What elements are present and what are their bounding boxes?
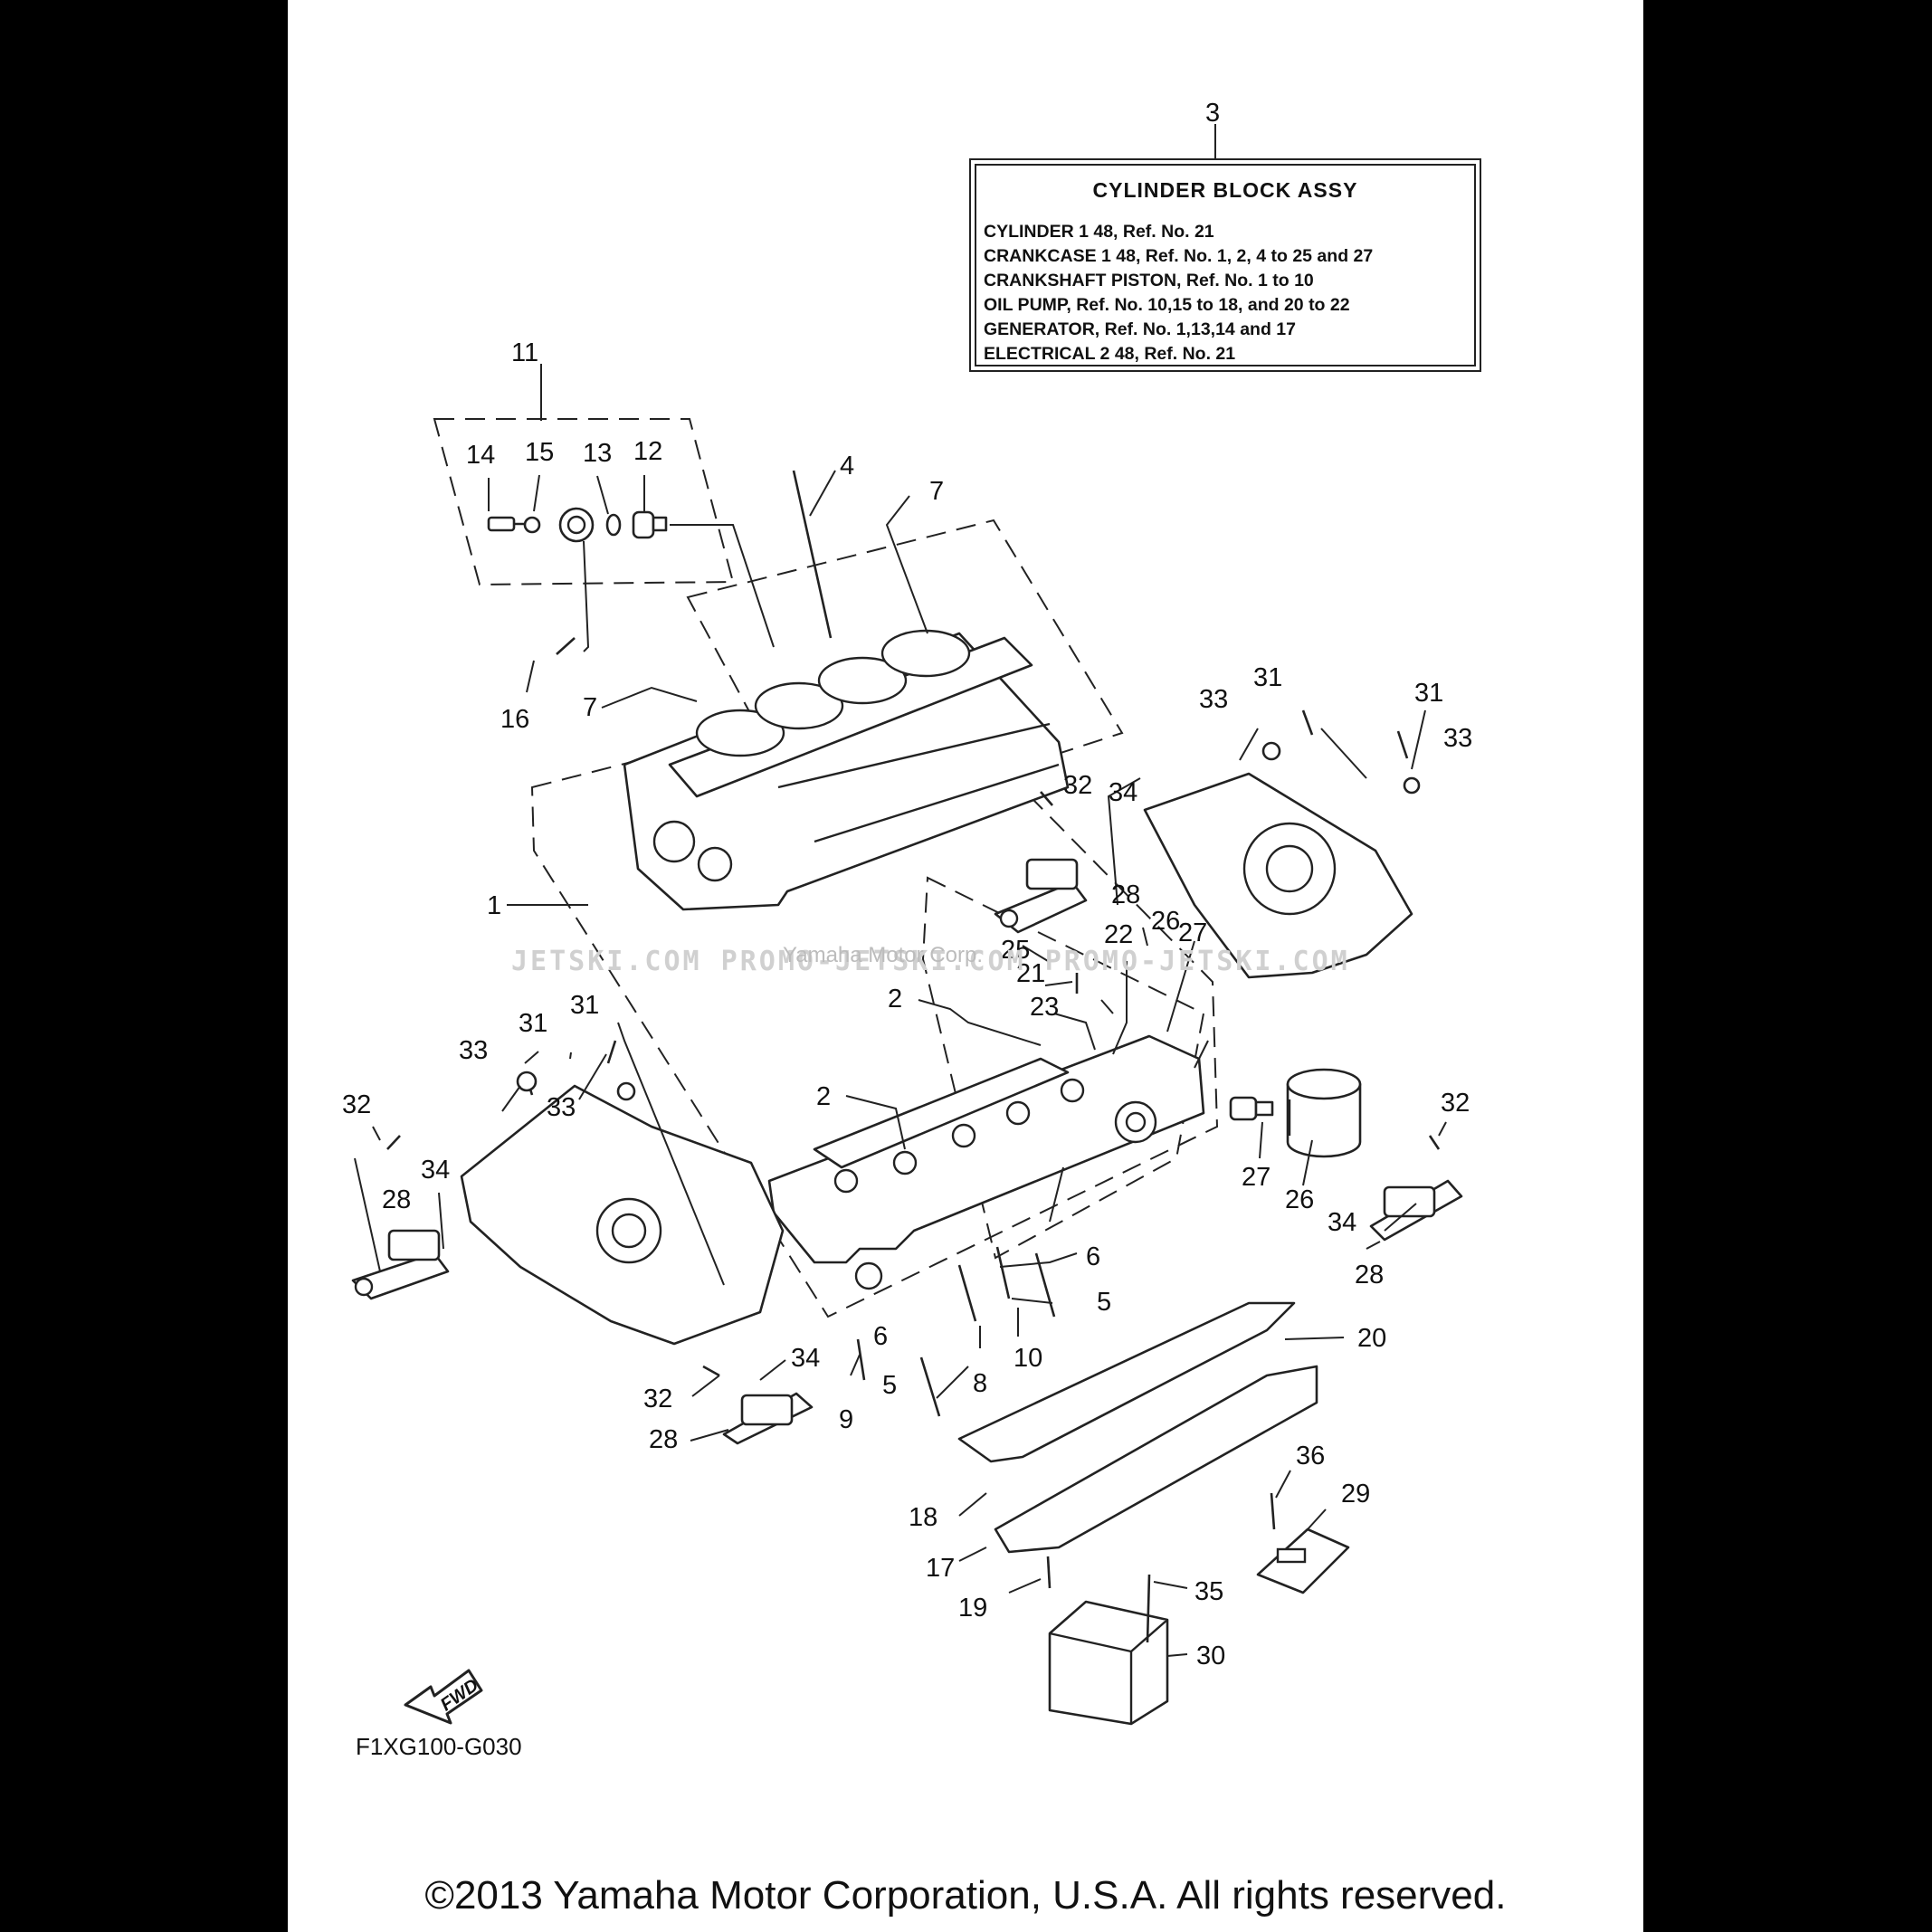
callout-33-r[interactable]: 33 xyxy=(1443,724,1472,753)
callout-20[interactable]: 20 xyxy=(1357,1324,1386,1353)
callout-31-l1[interactable]: 31 xyxy=(570,991,599,1020)
callout-24[interactable]: 26 xyxy=(1151,907,1180,936)
callout-6-r[interactable]: 6 xyxy=(1086,1242,1100,1271)
callout-23[interactable]: 25 xyxy=(1001,936,1030,965)
callout-35[interactable]: 35 xyxy=(1194,1577,1223,1606)
callout-29[interactable]: 29 xyxy=(1341,1480,1370,1508)
callout-32-l[interactable]: 32 xyxy=(342,1090,371,1119)
part-1-crankcase-lower xyxy=(767,1034,1205,1290)
part-15-washer xyxy=(523,516,541,534)
callout-30[interactable]: 30 xyxy=(1196,1642,1225,1670)
callout-4[interactable]: 4 xyxy=(840,452,854,481)
callout-22-b[interactable]: 23 xyxy=(1030,993,1059,1022)
assembly-title: CYLINDER BLOCK ASSY xyxy=(1092,178,1358,202)
callout-34-r[interactable]: 34 xyxy=(1328,1208,1356,1237)
callout-7-top[interactable]: 7 xyxy=(929,477,944,506)
callout-26[interactable]: 26 xyxy=(1285,1185,1314,1214)
part-27-union-bolt xyxy=(1229,1096,1274,1121)
part-28-mount-lower-center xyxy=(722,1392,814,1445)
callout-22-a[interactable]: 22 xyxy=(1104,920,1133,949)
callout-2-mid[interactable]: 2 xyxy=(816,1082,831,1111)
fastener-bolts xyxy=(386,637,1441,1643)
part-13-oring xyxy=(605,513,622,537)
callout-28-tc[interactable]: 28 xyxy=(1111,880,1140,909)
watermark-overlay: Yamaha Motor Corp. xyxy=(783,943,983,967)
part-17-oil-pan xyxy=(994,1365,1318,1554)
callout-31-tr[interactable]: 31 xyxy=(1253,663,1282,692)
callout-9[interactable]: 9 xyxy=(839,1405,853,1434)
callout-11[interactable]: 11 xyxy=(511,338,538,367)
callout-32-r[interactable]: 32 xyxy=(1441,1089,1470,1118)
part-28-mount-right xyxy=(1369,1179,1463,1242)
callout-16[interactable]: 16 xyxy=(500,705,529,734)
assembly-line: CRANKCASE 1 48, Ref. No. 1, 2, 4 to 25 a… xyxy=(984,246,1374,266)
diagram-code: F1XG100-G030 xyxy=(356,1733,522,1760)
callout-33-l2[interactable]: 33 xyxy=(547,1093,576,1122)
part-12-switch xyxy=(632,510,668,539)
left-cover xyxy=(460,1084,785,1346)
assembly-line: CYLINDER 1 48, Ref. No. 21 xyxy=(984,222,1214,242)
assembly-info-box: CYLINDER BLOCK ASSY CYLINDER 1 48, Ref. … xyxy=(969,158,1481,372)
fwd-arrow-icon: FWD xyxy=(404,1669,483,1725)
callout-28-r[interactable]: 28 xyxy=(1355,1261,1384,1290)
callout-27[interactable]: 27 xyxy=(1242,1163,1271,1192)
part-18-gasket xyxy=(957,1301,1296,1463)
callout-numbers: 3 11 14 15 13 12 4 7 16 7 1 33 31 31 33 … xyxy=(342,99,1472,1670)
group-outline-oilpump xyxy=(921,876,1205,1260)
assembly-line: CRANKSHAFT PISTON, Ref. No. 1 to 10 xyxy=(984,271,1314,290)
callout-32-b[interactable]: 32 xyxy=(643,1385,672,1413)
callout-15[interactable]: 15 xyxy=(525,438,554,467)
part-26-oil-filter xyxy=(1286,1068,1362,1158)
group-outline-11 xyxy=(433,418,735,586)
part-29-mount xyxy=(1256,1528,1350,1594)
callout-31-r[interactable]: 31 xyxy=(1414,679,1443,708)
callout-28-l[interactable]: 28 xyxy=(382,1185,411,1214)
callout-8[interactable]: 8 xyxy=(973,1369,987,1398)
part-30-mount-block xyxy=(1048,1600,1169,1726)
callout-32-tc[interactable]: 32 xyxy=(1063,771,1092,800)
assembly-info-box-inner: CYLINDER BLOCK ASSY CYLINDER 1 48, Ref. … xyxy=(975,164,1476,366)
part-28-mount-upper-center xyxy=(994,858,1088,934)
part-4-stud xyxy=(792,470,833,639)
part-28-mount-left xyxy=(351,1229,450,1300)
callout-28-b[interactable]: 28 xyxy=(649,1425,678,1454)
callout-34-b[interactable]: 34 xyxy=(791,1344,820,1373)
leader-lines xyxy=(354,124,1447,1657)
callout-10[interactable]: 10 xyxy=(1014,1344,1042,1373)
part-13-seal xyxy=(558,507,595,543)
callout-33-tr[interactable]: 33 xyxy=(1199,685,1228,714)
callout-25[interactable]: 27 xyxy=(1178,918,1207,947)
callout-6-l[interactable]: 6 xyxy=(873,1322,888,1351)
callout-12[interactable]: 12 xyxy=(633,437,662,466)
callout-19[interactable]: 19 xyxy=(958,1594,987,1623)
callout-18[interactable]: 18 xyxy=(909,1503,937,1532)
callout-34-l[interactable]: 34 xyxy=(421,1156,450,1185)
callout-17[interactable]: 17 xyxy=(926,1554,955,1583)
assembly-line: GENERATOR, Ref. No. 1,13,14 and 17 xyxy=(984,319,1296,339)
callout-5-r[interactable]: 5 xyxy=(1097,1288,1111,1317)
callout-33-l1[interactable]: 33 xyxy=(459,1036,488,1065)
right-cover xyxy=(1143,772,1413,979)
callout-2-top[interactable]: 2 xyxy=(888,985,902,1014)
group-outline-cylinder xyxy=(686,519,1124,834)
callout-36[interactable]: 36 xyxy=(1296,1442,1325,1470)
callout-1[interactable]: 1 xyxy=(487,891,501,920)
callout-3[interactable]: 3 xyxy=(1205,99,1220,128)
callout-7-left[interactable]: 7 xyxy=(583,693,597,722)
copyright-notice: ©2013 Yamaha Motor Corporation, U.S.A. A… xyxy=(424,1873,1507,1918)
watermark: JETSKI.COM PROMO-JETSKI.COM PROMO-JETSKI… xyxy=(511,946,1350,977)
callout-21[interactable]: 21 xyxy=(1016,959,1045,988)
assembly-line: OIL PUMP, Ref. No. 10,15 to 18, and 20 t… xyxy=(984,295,1350,315)
callout-31-l2[interactable]: 31 xyxy=(519,1009,547,1038)
assembly-reference-list: CYLINDER 1 48, Ref. No. 21 CRANKCASE 1 4… xyxy=(984,220,1373,366)
callout-13[interactable]: 13 xyxy=(583,439,612,468)
callout-34-tc[interactable]: 34 xyxy=(1109,778,1137,807)
callout-5-l[interactable]: 5 xyxy=(882,1371,897,1400)
callout-14[interactable]: 14 xyxy=(466,441,495,470)
part-1-cylinder-block xyxy=(623,629,1070,911)
assembly-line: ELECTRICAL 2 48, Ref. No. 21 xyxy=(984,344,1236,364)
